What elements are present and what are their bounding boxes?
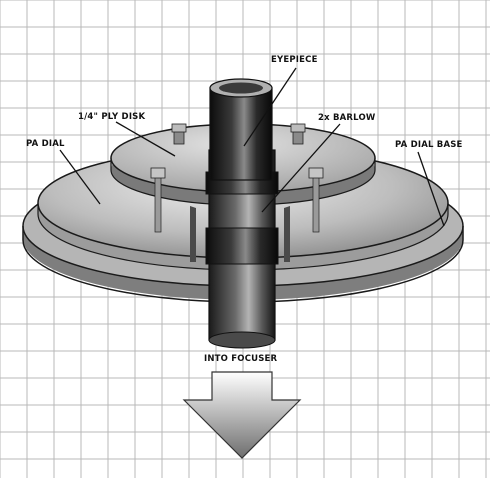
bolt-right-back: [290, 123, 306, 145]
label-barlow: 2x BARLOW: [318, 113, 376, 123]
bolts: [150, 123, 324, 233]
label-into-focuser: INTO FOCUSER: [204, 354, 278, 364]
leader-ply-disk: [115, 121, 176, 157]
leader-barlow: [261, 123, 341, 213]
label-ply-disk: 1/4" PLY DISK: [78, 112, 145, 122]
label-pa-dial: PA DIAL: [26, 139, 65, 149]
bolt-left-back: [171, 123, 187, 145]
leader-eyepiece: [243, 67, 297, 147]
label-eyepiece: EYEPIECE: [271, 55, 318, 65]
leader-pa-dial: [59, 149, 101, 205]
eyepiece: [209, 78, 273, 181]
label-pa-dial-base: PA DIAL BASE: [395, 140, 463, 150]
bolt-right-front: [308, 167, 324, 233]
bolt-left-front: [150, 167, 166, 233]
leader-pa-dial-base: [417, 151, 445, 227]
leader-lines: [59, 67, 445, 227]
into-focuser-arrow: [182, 371, 302, 459]
